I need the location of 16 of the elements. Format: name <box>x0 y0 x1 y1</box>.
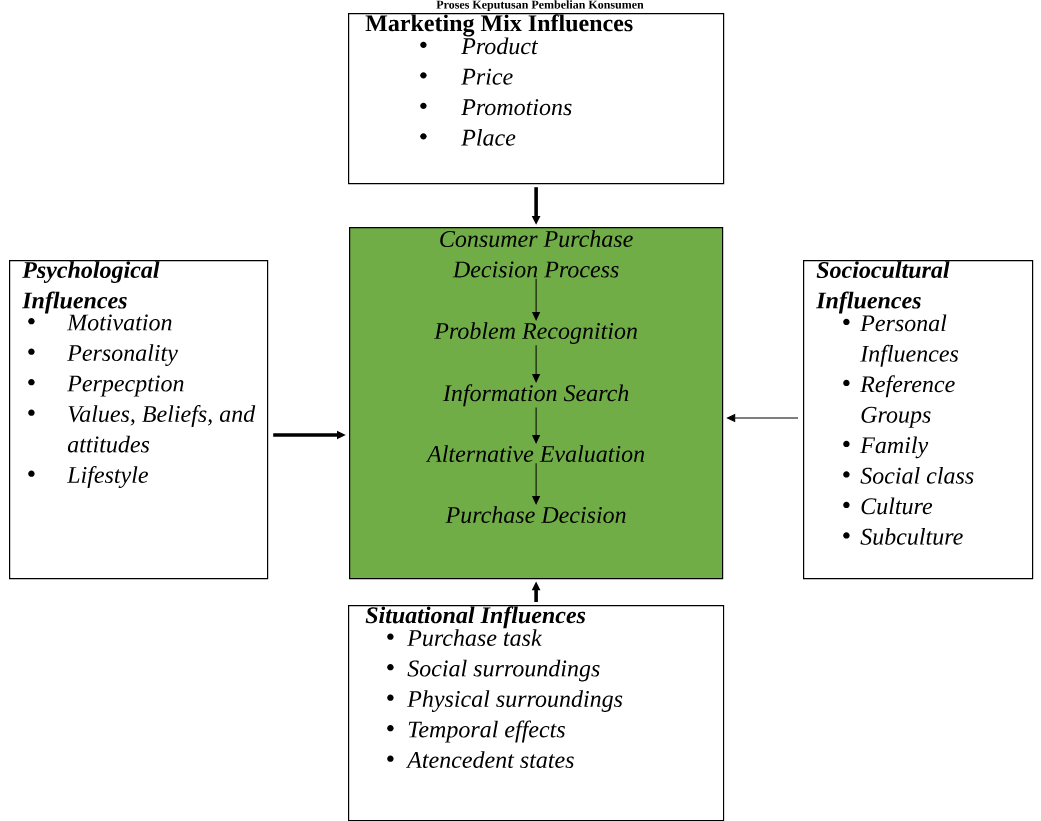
step-text: Purchase Decision <box>445 506 626 524</box>
arrow <box>532 406 540 444</box>
title: Proses Keputusan Pembelian Konsumen <box>436 0 644 12</box>
process-box <box>349 227 724 580</box>
text-box: Sociocultural Influences Personal Influences Reference Groups Family Social class Culture Subculture <box>803 260 1034 580</box>
arrow <box>726 414 799 422</box>
arrow <box>532 344 540 383</box>
step-text: Consumer Purchase Decision Process <box>440 230 633 278</box>
text-box: Situational Influences Purchase task Social surroundings Physical surroundings Temporal effects Atencedent states <box>348 605 725 821</box>
arrow <box>532 462 540 505</box>
arrow <box>532 278 540 321</box>
text-box: Psychological Influences Motivation Personality Perpecption Values, Beliefs, and attitudes Lifestyle <box>9 260 269 580</box>
text-box: Marketing Mix Influences Product Price Promotions Place <box>348 13 725 185</box>
step-text: Alternative Evaluation <box>425 445 645 463</box>
step-text: Problem Recognition <box>434 322 637 344</box>
step-text: Information Search <box>442 384 629 407</box>
